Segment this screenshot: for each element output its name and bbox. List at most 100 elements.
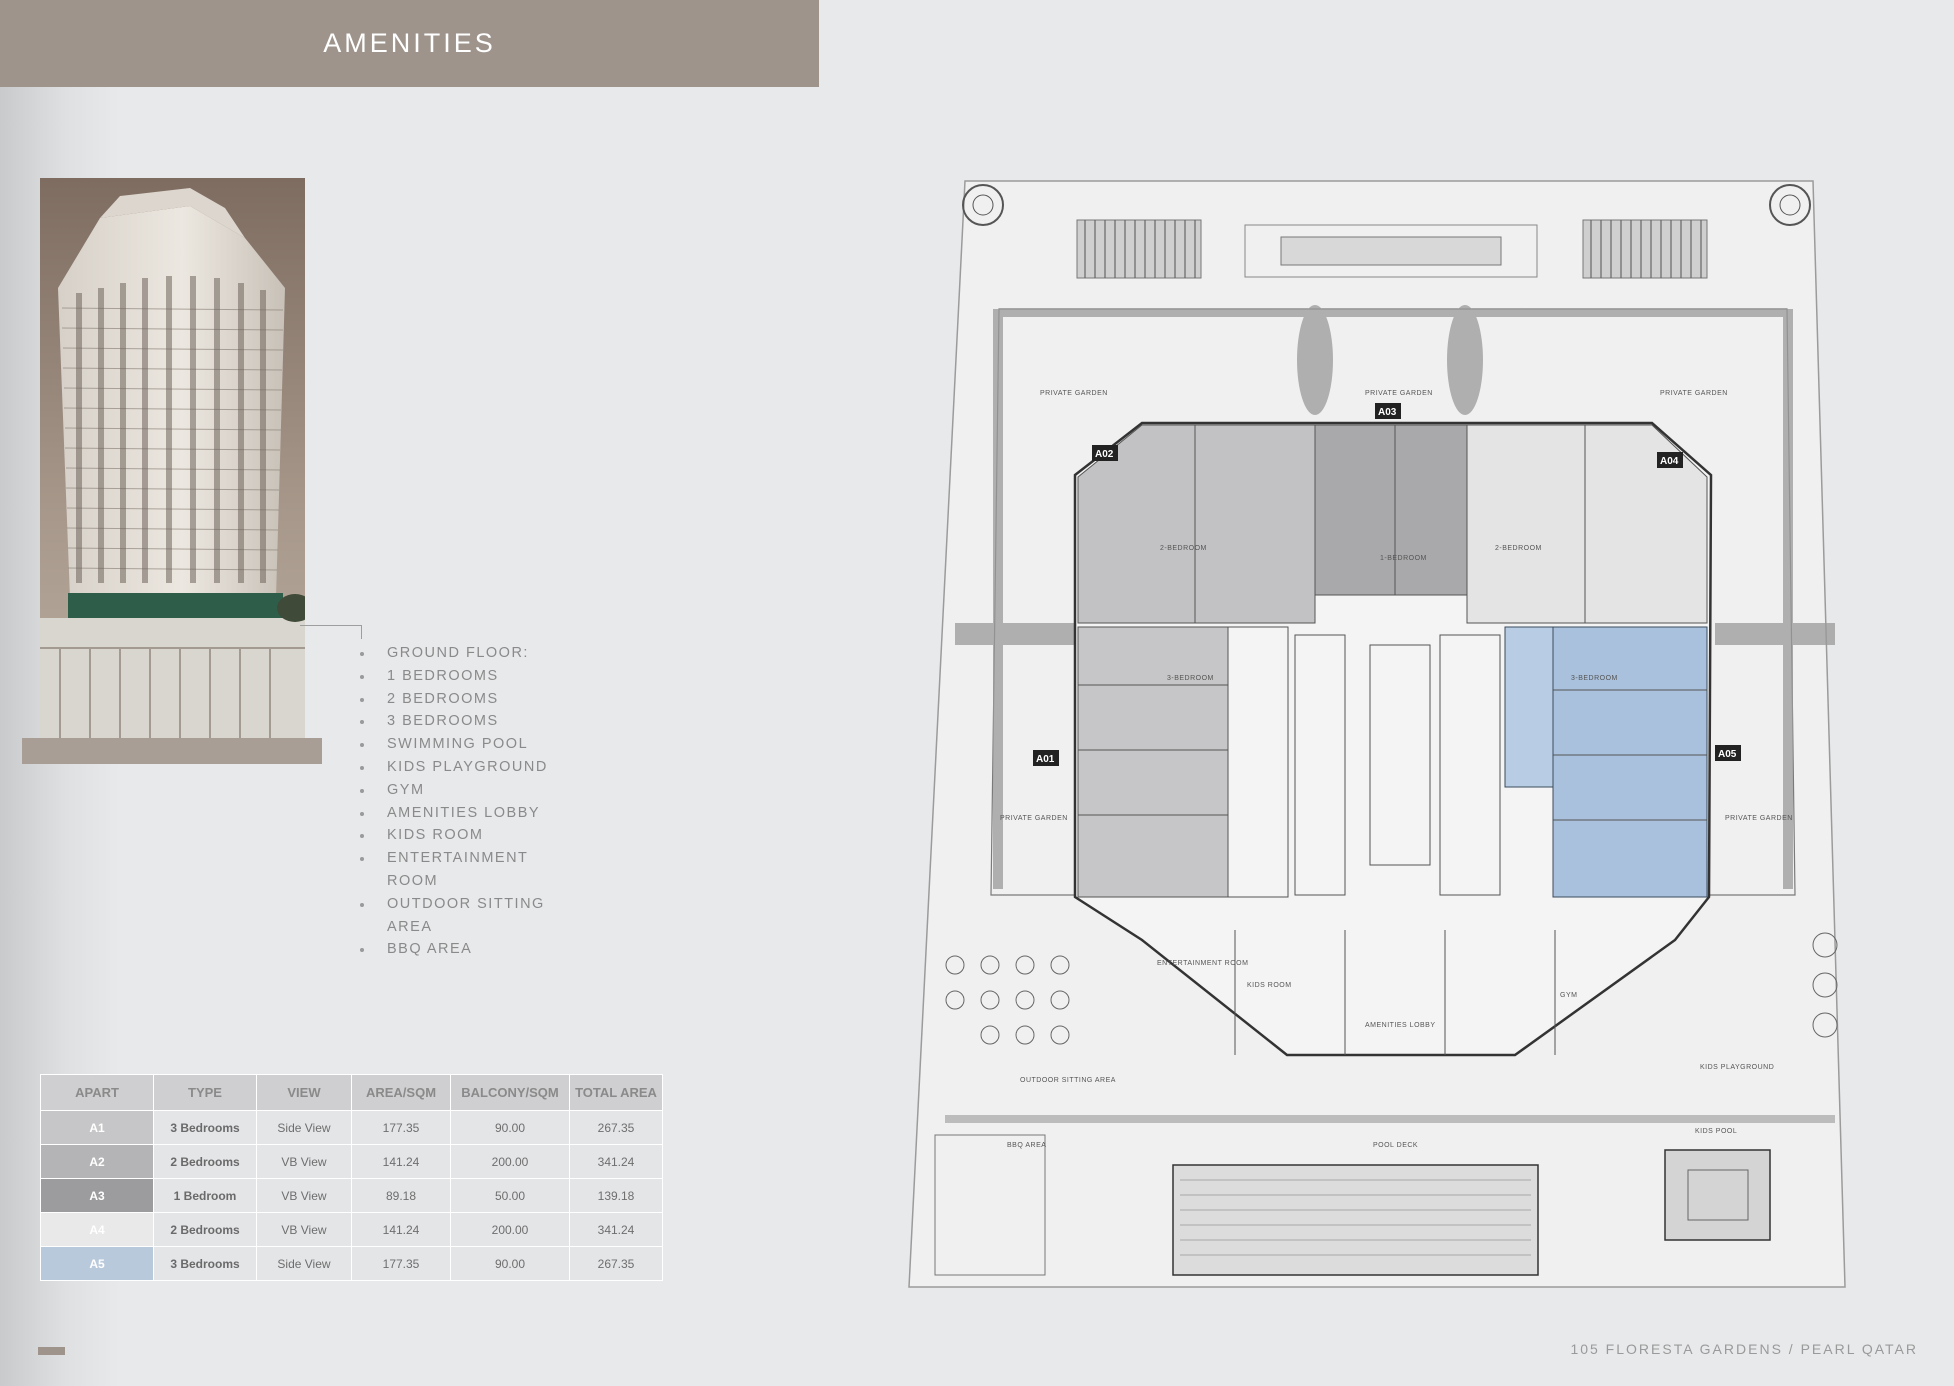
svg-text:A02: A02: [1095, 449, 1114, 460]
total-cell: 267.35: [569, 1110, 663, 1145]
amenity-item: OUTDOOR SITTING AREA: [357, 893, 567, 939]
type-cell: 3 Bedrooms: [153, 1110, 257, 1145]
water-feature: [1280, 236, 1502, 266]
table-header-row: APART TYPE VIEW AREA/SQM BALCONY/SQM TOT…: [40, 1074, 663, 1111]
apart-cell: A3: [40, 1178, 154, 1213]
label-unit-type: 2-BEDROOM: [1495, 545, 1542, 552]
footer-text: 105 FLORESTA GARDENS / PEARL QATAR: [1570, 1341, 1918, 1357]
amenity-item: BBQ AREA: [357, 938, 567, 961]
pergola-left: [1076, 219, 1202, 279]
label-gym: GYM: [1560, 992, 1577, 999]
building-rendering: [40, 178, 305, 738]
amenity-item: KIDS ROOM: [357, 824, 567, 847]
table-row: A2 2 Bedrooms VB View 141.24 200.00 341.…: [40, 1144, 663, 1179]
amenity-item: GROUND FLOOR:: [357, 642, 567, 665]
area-cell: 141.24: [351, 1212, 451, 1247]
amenity-item: AMENITIES LOBBY: [357, 802, 567, 825]
balcony-cell: 200.00: [450, 1212, 570, 1247]
amenity-item: KIDS PLAYGROUND: [357, 756, 567, 779]
col-header-type: TYPE: [153, 1074, 257, 1111]
table-row: A3 1 Bedroom VB View 89.18 50.00 139.18: [40, 1178, 663, 1213]
view-cell: VB View: [256, 1178, 352, 1213]
total-cell: 139.18: [569, 1178, 663, 1213]
apart-cell: A5: [40, 1246, 154, 1281]
area-cell: 177.35: [351, 1110, 451, 1145]
label-pool-deck: POOL DECK: [1373, 1142, 1418, 1149]
amenity-item: GYM: [357, 779, 567, 802]
unit-tag-a03: A03: [1375, 403, 1401, 419]
label-entertainment-room: ENTERTAINMENT ROOM: [1157, 960, 1248, 967]
apart-cell: A4: [40, 1212, 154, 1247]
svg-text:A01: A01: [1036, 754, 1055, 765]
label-unit-type: 2-BEDROOM: [1160, 545, 1207, 552]
col-header-balcony: BALCONY/SQM: [450, 1074, 570, 1111]
label-outdoor-sitting-area: OUTDOOR SITTING AREA: [1020, 1077, 1116, 1084]
label-unit-type: 1-BEDROOM: [1380, 555, 1427, 562]
col-header-view: VIEW: [256, 1074, 352, 1111]
label-private-garden: PRIVATE GARDEN: [1660, 390, 1728, 397]
balcony-cell: 50.00: [450, 1178, 570, 1213]
amenity-item: 1 BEDROOMS: [357, 665, 567, 688]
swimming-pool: [1172, 1164, 1539, 1276]
type-cell: 3 Bedrooms: [153, 1246, 257, 1281]
units-table-body: A1 3 Bedrooms Side View 177.35 90.00 267…: [40, 1110, 663, 1281]
col-header-area: AREA/SQM: [351, 1074, 451, 1111]
balcony-cell: 90.00: [450, 1110, 570, 1145]
svg-text:A05: A05: [1718, 749, 1737, 760]
table-row: A1 3 Bedrooms Side View 177.35 90.00 267…: [40, 1110, 663, 1145]
amenities-list: GROUND FLOOR: 1 BEDROOMS 2 BEDROOMS 3 BE…: [357, 642, 567, 961]
svg-text:A03: A03: [1378, 407, 1397, 418]
view-cell: Side View: [256, 1246, 352, 1281]
amenity-item: ENTERTAINMENT ROOM: [357, 847, 567, 893]
ground-floor-plan: PRIVATE GARDEN PRIVATE GARDEN PRIVATE GA…: [895, 175, 1925, 1295]
kids-pool: [1664, 1149, 1771, 1241]
type-cell: 2 Bedrooms: [153, 1212, 257, 1247]
balcony-cell: 90.00: [450, 1246, 570, 1281]
amenity-item: SWIMMING POOL: [357, 733, 567, 756]
header-band: [0, 0, 819, 87]
type-cell: 2 Bedrooms: [153, 1144, 257, 1179]
total-cell: 341.24: [569, 1144, 663, 1179]
label-private-garden: PRIVATE GARDEN: [1000, 815, 1068, 822]
amenity-item: 3 BEDROOMS: [357, 710, 567, 733]
label-kids-pool: KIDS POOL: [1695, 1128, 1737, 1135]
label-kids-room: KIDS ROOM: [1247, 982, 1292, 989]
amenity-item: 2 BEDROOMS: [357, 688, 567, 711]
leader-line: [300, 625, 362, 626]
total-cell: 267.35: [569, 1246, 663, 1281]
label-private-garden: PRIVATE GARDEN: [1040, 390, 1108, 397]
svg-text:A04: A04: [1660, 456, 1679, 467]
unit-tag-a02: A02: [1092, 445, 1118, 461]
page-title: AMENITIES: [323, 28, 496, 58]
tree-icon: [1769, 184, 1811, 226]
balcony-cell: 200.00: [450, 1144, 570, 1179]
view-cell: Side View: [256, 1110, 352, 1145]
label-unit-type: 3-BEDROOM: [1167, 675, 1214, 682]
view-cell: VB View: [256, 1144, 352, 1179]
footer-mark: [38, 1347, 65, 1355]
label-kids-playground: KIDS PLAYGROUND: [1700, 1064, 1774, 1071]
tree-icon: [962, 184, 1004, 226]
label-bbq-area: BBQ AREA: [1007, 1142, 1046, 1149]
apart-cell: A1: [40, 1110, 154, 1145]
apart-cell: A2: [40, 1144, 154, 1179]
label-private-garden: PRIVATE GARDEN: [1365, 390, 1433, 397]
label-private-garden: PRIVATE GARDEN: [1725, 815, 1793, 822]
unit-tag-a05: A05: [1715, 745, 1741, 761]
type-cell: 1 Bedroom: [153, 1178, 257, 1213]
table-row: A5 3 Bedrooms Side View 177.35 90.00 267…: [40, 1246, 663, 1281]
pergola-right: [1582, 219, 1708, 279]
total-cell: 341.24: [569, 1212, 663, 1247]
label-unit-type: 3-BEDROOM: [1571, 675, 1618, 682]
area-cell: 141.24: [351, 1144, 451, 1179]
rendering-base-strip: [22, 738, 322, 764]
col-header-apart: APART: [40, 1074, 154, 1111]
water-feature-frame: [1244, 224, 1538, 278]
unit-tag-a04: A04: [1657, 452, 1683, 468]
area-cell: 89.18: [351, 1178, 451, 1213]
units-table: APART TYPE VIEW AREA/SQM BALCONY/SQM TOT…: [40, 1074, 663, 1281]
leader-line-tick: [361, 625, 362, 639]
area-cell: 177.35: [351, 1246, 451, 1281]
col-header-total: TOTAL AREA: [569, 1074, 663, 1111]
label-amenities-lobby: AMENITIES LOBBY: [1365, 1022, 1436, 1029]
